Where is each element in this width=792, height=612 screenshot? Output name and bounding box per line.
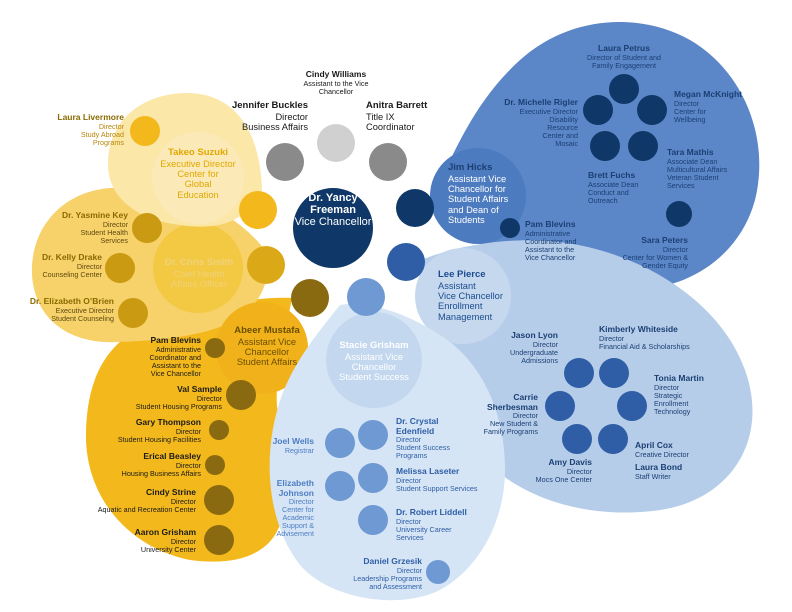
amy-davis-label: Amy Davis Director Mocs One Center <box>535 457 592 484</box>
april-cox-label: April Cox Creative Director <box>635 440 689 459</box>
abeer-bubble <box>216 302 308 394</box>
kimberly-whiteside-label: Kimberly Whiteside Director Financial Ai… <box>599 324 690 351</box>
takeo-suzuki-label: Takeo Suzuki Executive Director Center f… <box>160 147 236 200</box>
brett-fuchs-dot <box>590 131 620 161</box>
sara-peters-label: Sara Peters Director Center for Women & … <box>622 235 688 270</box>
megan-mcknight-dot <box>637 95 667 125</box>
kelly-drake-label: Dr. Kelly Drake Director Counseling Cent… <box>41 252 102 279</box>
carrie-sherbesman-dot <box>545 391 575 421</box>
vice-chancellor-name: Dr. Yancy Freeman <box>308 192 358 216</box>
kelly-drake-dot <box>105 253 135 283</box>
abeer-mustafa-dot <box>291 279 329 317</box>
elizabeth-obrien-dot <box>118 298 148 328</box>
pam-blevins-ds-label: Pam Blevins Administrative Coordinator a… <box>525 219 577 262</box>
michelle-rigler-dot <box>583 95 613 125</box>
health-head-bubble <box>153 223 243 313</box>
kimberly-whiteside-dot <box>599 358 629 388</box>
jim-hicks-dot <box>396 189 434 227</box>
laura-petrus-dot <box>609 74 639 104</box>
megan-mcknight-label: Megan McKnight Director Center for Wellb… <box>674 89 742 124</box>
stacie-grisham-label: Stacie Grisham Assistant Vice Chancellor… <box>339 340 409 383</box>
joel-wells-label: Joel Wells Registrar <box>272 436 314 455</box>
yasmine-key-label: Dr. Yasmine Key Director Student Health … <box>62 210 128 245</box>
robert-liddell-dot <box>358 505 388 535</box>
erical-beasley-dot <box>205 455 225 475</box>
lee-pierce-label: Lee Pierce Assistant Vice Chancellor Enr… <box>438 269 503 322</box>
cindy-williams-label: Cindy Williams Assistant to the Vice Cha… <box>303 69 369 96</box>
erical-beasley-label: Erical Beasley Director Housing Business… <box>121 451 201 478</box>
takeo-suzuki-dot <box>239 191 277 229</box>
vice-chancellor-title: Vice Chancellor <box>294 216 372 229</box>
brett-fuchs-label: Brett Fuchs Associate Dean Conduct and O… <box>588 170 639 205</box>
robert-liddell-label: Dr. Robert Liddell Director University C… <box>396 507 467 542</box>
jennifer-buckles-dot <box>266 143 304 181</box>
cindy-strine-label: Cindy Strine Director Aquatic and Recrea… <box>97 487 196 514</box>
jim-hicks-label: Jim Hicks Assistant Vice Chancellor for … <box>448 162 509 226</box>
melissa-laseter-label: Melissa Laseter Director Student Support… <box>396 466 478 493</box>
vice-chancellor-circle <box>291 186 375 270</box>
chris-smith-dot <box>247 246 285 284</box>
global-ed-bubble <box>152 132 244 224</box>
daniel-grzesik-label: Daniel Grzesik Director Leadership Progr… <box>353 556 422 591</box>
tonia-martin-label: Tonia Martin Director Strategic Enrollme… <box>654 373 704 416</box>
laura-bond-label: Laura Bond Staff Writer <box>635 462 683 481</box>
laura-livermore-label: Laura Livermore Director Study Abroad Pr… <box>57 112 124 147</box>
gary-thompson-label: Gary Thompson Director Student Housing F… <box>117 417 201 444</box>
crystal-edenfield-dot <box>358 420 388 450</box>
jim-hicks-bubble <box>430 148 526 244</box>
tara-mathis-label: Tara Mathis Associate Dean Multicultural… <box>667 147 728 190</box>
elizabeth-johnson-dot <box>325 471 355 501</box>
laura-petrus-label: Laura Petrus Director of Student and Fam… <box>587 43 661 70</box>
elizabeth-johnson-label: Elizabeth Johnson Director Center for Ac… <box>276 478 314 539</box>
cindy-strine-dot <box>204 485 234 515</box>
student-success-shape <box>269 304 505 601</box>
laura-livermore-dot <box>130 116 160 146</box>
tonia-martin-dot <box>617 391 647 421</box>
melissa-laseter-dot <box>358 463 388 493</box>
anitra-barrett-dot <box>369 143 407 181</box>
chris-smith-label: Dr. Chris Smith Chief Health Affairs Off… <box>164 257 234 290</box>
carrie-sherbesman-label: Carrie Sherbesman Director New Student &… <box>483 392 538 437</box>
vice-chancellor-label: Dr. Yancy Freeman Vice Chancellor <box>292 192 374 265</box>
lee-pierce-dot <box>387 243 425 281</box>
stacie-grisham-dot <box>347 278 385 316</box>
cindy-williams-dot <box>317 124 355 162</box>
aaron-grisham-dot <box>204 525 234 555</box>
pam-blevins-ds-dot <box>500 218 520 238</box>
jason-lyon-dot <box>564 358 594 388</box>
abeer-mustafa-label: Abeer Mustafa Assistant Vice Chancellor … <box>234 325 300 368</box>
jennifer-buckles-label: Jennifer Buckles Director Business Affai… <box>231 100 308 133</box>
val-sample-label: Val Sample Director Student Housing Prog… <box>135 384 222 411</box>
amy-davis-dot <box>562 424 592 454</box>
stacie-bubble <box>326 312 422 408</box>
daniel-grzesik-dot <box>426 560 450 584</box>
tara-mathis-dot <box>628 131 658 161</box>
lee-pierce-bubble <box>415 248 511 344</box>
val-sample-dot <box>226 380 256 410</box>
elizabeth-obrien-label: Dr. Elizabeth O’Brien Executive Director… <box>29 296 114 323</box>
anitra-barrett-label: Anitra Barrett Title IX Coordinator <box>366 100 428 133</box>
yasmine-key-dot <box>132 213 162 243</box>
jason-lyon-label: Jason Lyon Director Undergraduate Admiss… <box>510 330 558 365</box>
pam-blevins-sa-dot <box>205 338 225 358</box>
april-cox-dot <box>598 424 628 454</box>
joel-wells-dot <box>325 428 355 458</box>
crystal-edenfield-label: Dr. Crystal Edenfield Director Student S… <box>396 416 450 461</box>
aaron-grisham-label: Aaron Grisham Director University Center <box>134 527 196 554</box>
pam-blevins-sa-label: Pam Blevins Administrative Coordinator a… <box>149 335 201 378</box>
michelle-rigler-label: Dr. Michelle Rigler Executive Director D… <box>504 97 578 148</box>
sara-peters-dot <box>666 201 692 227</box>
gary-thompson-dot <box>209 420 229 440</box>
